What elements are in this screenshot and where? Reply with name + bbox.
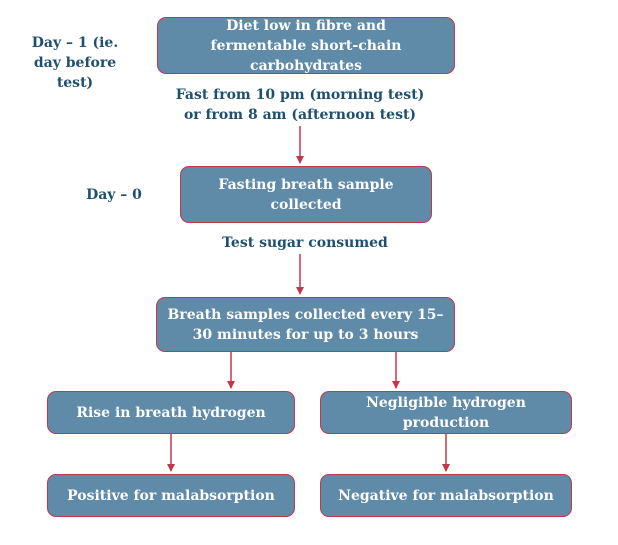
day-0-label: Day – 0 <box>86 187 142 203</box>
rise-hydrogen-box: Rise in breath hydrogen <box>47 391 295 434</box>
fast-instruction-label: Fast from 10 pm (morning test) or from 8… <box>175 87 425 123</box>
negative-result-text: Negative for malabsorption <box>338 487 554 504</box>
diet-step-text: Diet low in fibre and fermentable short-… <box>210 17 402 74</box>
breath-samples-box: Breath samples collected every 15–30 min… <box>156 297 455 352</box>
fasting-sample-box: Fasting breath sample collected <box>180 166 432 223</box>
fasting-sample-text: Fasting breath sample collected <box>218 176 394 213</box>
negligible-hydrogen-box: Negligible hydrogen production <box>320 391 572 434</box>
negligible-hydrogen-text: Negligible hydrogen production <box>366 394 526 431</box>
day-minus-1-label: Day – 1 (ie. day before test) <box>31 35 119 91</box>
rise-hydrogen-text: Rise in breath hydrogen <box>76 404 266 421</box>
positive-result-text: Positive for malabsorption <box>67 487 275 504</box>
negative-result-box: Negative for malabsorption <box>320 474 572 517</box>
breath-samples-text: Breath samples collected every 15–30 min… <box>167 306 444 343</box>
diet-step-box: Diet low in fibre and fermentable short-… <box>157 17 455 74</box>
positive-result-box: Positive for malabsorption <box>47 474 295 517</box>
test-sugar-label: Test sugar consumed <box>222 235 388 251</box>
